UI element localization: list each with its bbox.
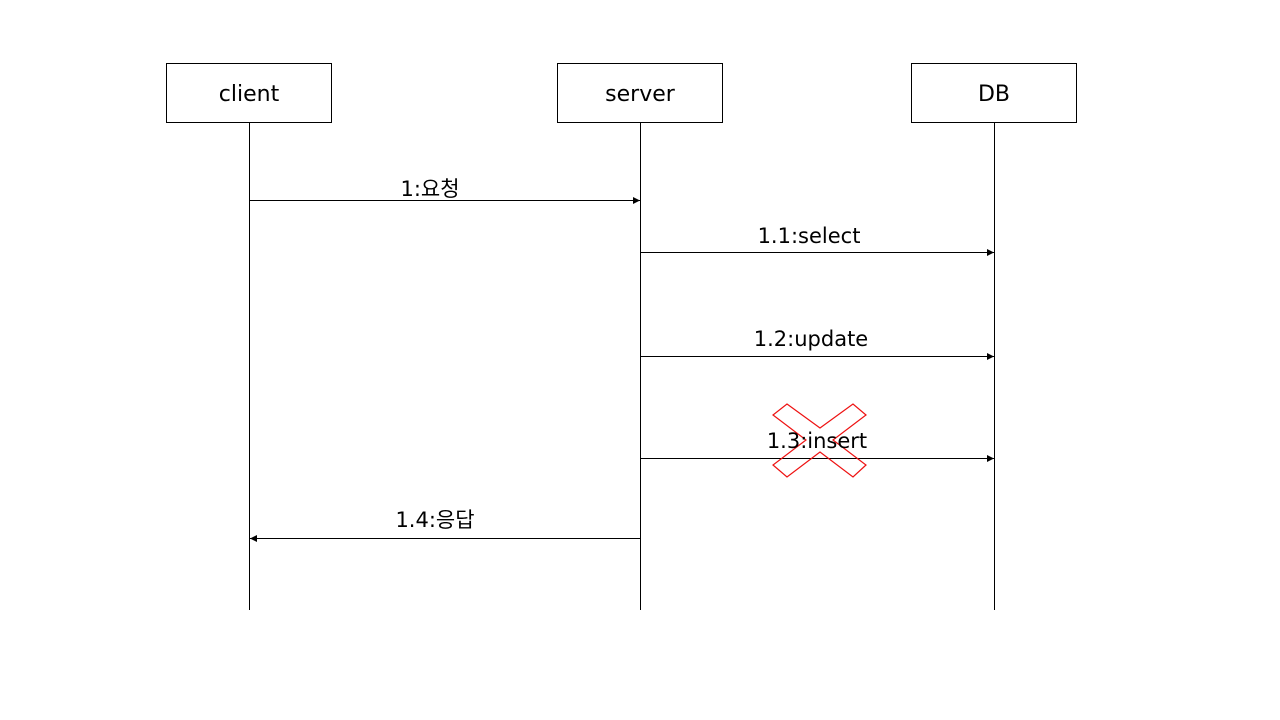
lifeline-client: client — [166, 63, 332, 610]
lifeline-db-label: DB — [978, 82, 1010, 107]
message-request-label: 1:요청 — [400, 177, 459, 201]
lifeline-client-box[interactable] — [166, 63, 332, 123]
message-select: 1.1:select — [641, 224, 994, 256]
lifeline-db: DB — [911, 63, 1077, 610]
lifeline-server-label: server — [605, 82, 676, 107]
lifeline-server: server — [557, 63, 723, 610]
message-insert-label: 1.3:insert — [767, 429, 867, 453]
message-response: 1.4:응답 — [250, 508, 640, 542]
message-response-label: 1.4:응답 — [395, 508, 474, 532]
message-update-label: 1.2:update — [754, 327, 868, 351]
lifeline-client-label: client — [219, 82, 280, 107]
message-update: 1.2:update — [641, 327, 994, 360]
cross-out-icon — [772, 403, 867, 478]
message-request: 1:요청 — [250, 177, 640, 204]
message-select-label: 1.1:select — [758, 224, 861, 248]
message-insert: 1.3:insert — [641, 403, 994, 478]
lifeline-db-box[interactable] — [911, 63, 1077, 123]
lifeline-server-box[interactable] — [557, 63, 723, 123]
